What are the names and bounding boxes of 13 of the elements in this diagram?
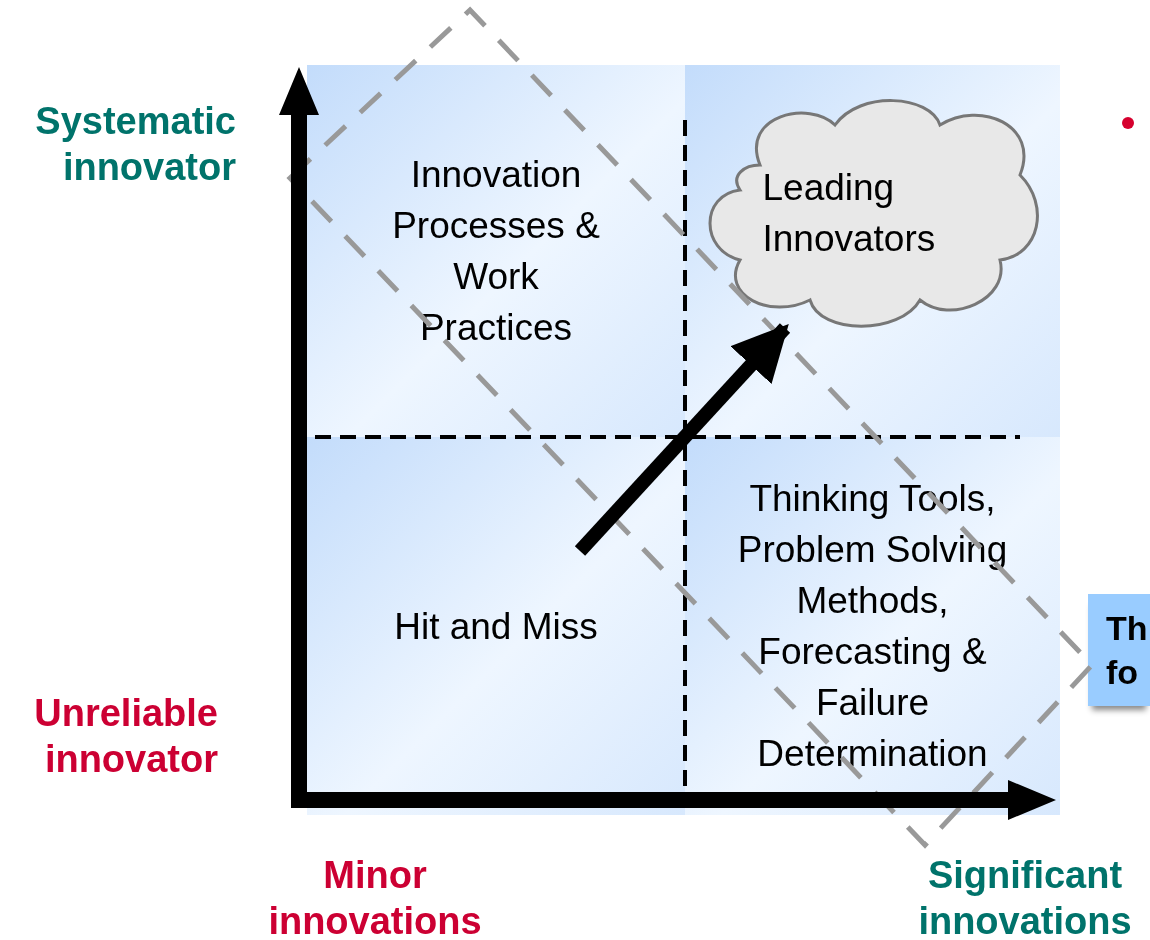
axis-label: Minor innovations	[267, 853, 483, 940]
quadrant-panel	[685, 437, 1060, 815]
quadrant-text: Hit and Miss	[393, 604, 599, 649]
axis-label: Unreliable innovator	[33, 691, 218, 782]
quadrant-panel	[307, 437, 685, 815]
axis-label: Systematic innovator	[34, 99, 236, 190]
quadrant-panel	[685, 65, 1060, 437]
axis-label: Significant innovations	[917, 853, 1133, 940]
quadrant-text: Innovation Processes & Work Practices	[391, 153, 601, 350]
callout-text: Th fo	[1106, 608, 1149, 693]
callout-box	[1088, 594, 1150, 706]
cloud-text: Leading Innovators	[762, 165, 937, 261]
quadrant-panel	[307, 65, 685, 437]
